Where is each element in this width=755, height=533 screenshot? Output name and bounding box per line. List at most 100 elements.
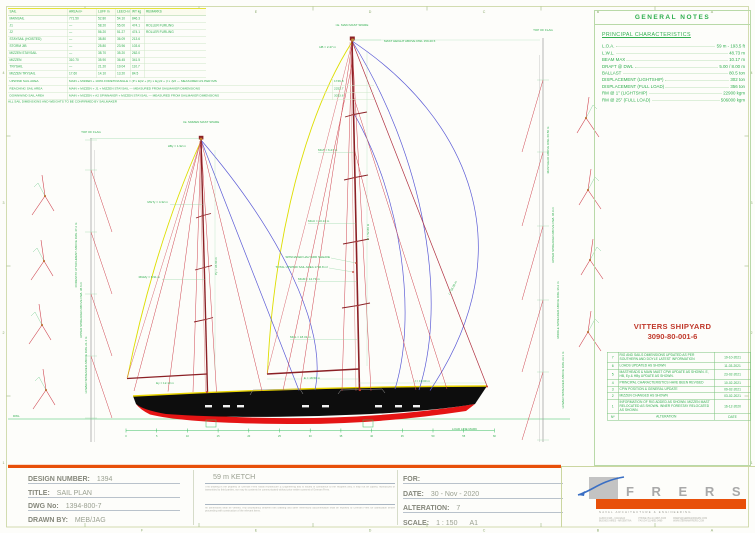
drawing-label: E = 18.50 m <box>304 376 321 380</box>
characteristic-value: 48.73 m <box>729 50 745 56</box>
swoosh-icon <box>577 476 625 496</box>
sail-table-header-cell: WT kg <box>130 9 144 16</box>
spars <box>126 36 371 393</box>
sail-table-cell: 52.80 <box>96 15 115 23</box>
sail-table-cell: 14.10 <box>96 71 115 78</box>
ruler-number: 50 <box>432 434 435 438</box>
drawing-label: UPPER SPREADER ABOVE DWL 48.9 m <box>551 206 555 263</box>
logo-mark <box>589 477 618 499</box>
sail-table-header-cell: LUFF m <box>96 9 115 16</box>
characteristic-row: L.W.L.48.73 m <box>602 49 745 56</box>
alteration-label: ALTERATION: <box>403 505 450 513</box>
characteristic-value: 80.5 ton <box>729 70 745 76</box>
date-row: DATE: 30 - Nov - 2020 <box>403 484 563 499</box>
drawing-label: MGL = 18.31 m <box>290 335 311 339</box>
sail-table-cell: 262.0 <box>130 50 144 57</box>
revision-date: 09-02-2021 <box>724 387 741 392</box>
revision-text: RIG AND SAILS DIMENSIONS UPDATED AS PER … <box>619 352 715 363</box>
drawing-label: FORESTAY ATTACHMENT ABOVE DWL 47.2 m <box>74 222 78 287</box>
revision-text: CPW POSITION & GENERAL UPDATE <box>619 386 715 393</box>
sail-table-cell: 771.50 <box>67 15 96 23</box>
sail-table-cell: — <box>67 64 96 71</box>
sail-table-header-cell: LEECH m <box>115 9 130 16</box>
drawing-label: MASTHEAD ABOVE DWL 60.50 m <box>546 126 550 173</box>
dotted-leader <box>665 86 729 88</box>
revision-text: MIZZEN CHANGED AS SHOWN <box>619 393 715 399</box>
ruler-number: 35 <box>339 434 342 438</box>
dwg-number-label: DWG No: <box>28 503 59 511</box>
address-line: BUENOS AIRES - ARGENTINA <box>599 519 632 523</box>
alteration-row: ALTERATION: 7 <box>403 499 563 514</box>
revision-text: INFORMATION OF RIG ADDED AS SHOWN. MIZZE… <box>619 399 715 414</box>
deckhouse <box>337 388 386 395</box>
drawing-label: UPPER SPREADER ABOVE DWL 38.6 m <box>79 281 83 338</box>
sail-table-cell: 56.20 <box>96 29 115 37</box>
revision-number: 2 <box>608 393 619 399</box>
grid-letter-top: E <box>255 10 258 14</box>
grid-letter-top: D <box>369 10 372 14</box>
sail-table-cell: 38.70 <box>96 50 115 57</box>
for-label: FOR: <box>403 476 421 484</box>
drawing-label: LOWER SPREADER ABOVE DWL 23.1 m <box>561 351 565 408</box>
titleblock-center: 59 m KETCH This drawing is the property … <box>205 470 395 523</box>
drawing-label: MGU = 10.14 m <box>308 219 330 223</box>
sail-table-cell: 474.1 <box>130 22 144 30</box>
formula-text: MAIN + MIZZEN + J1 + MIZZEN STAYSAIL — M… <box>67 85 332 92</box>
date-label: DATE: <box>403 490 424 498</box>
sail-outlines <box>127 41 353 378</box>
sail-table-cell: 17.60 <box>67 71 96 78</box>
sail-table-cell: 474.1 <box>130 29 144 37</box>
draft-mark <box>205 419 217 428</box>
revision-text: ALTERATION <box>619 414 715 420</box>
grid-number-left: 3 <box>3 201 5 205</box>
characteristic-row: RM @ 1° (LIGHTSHIP)22900 kgm <box>602 89 745 96</box>
sail-table-cell <box>144 57 206 64</box>
address-line: PHONE (54-11) 4807-3333 <box>638 517 667 520</box>
characteristic-label: L.O.A. <box>602 43 615 49</box>
sail-table-header-cell: REMARKS <box>144 9 206 16</box>
date-value: 30 - Nov - 2020 <box>430 490 480 498</box>
mizzen-mast <box>200 138 209 393</box>
shipyard-stamp: VITTERS SHIPYARD 3090-80-001-6 <box>594 322 751 341</box>
revision-number: 3 <box>608 386 619 393</box>
sail-table-cell: ROLLER FURLING <box>144 22 206 30</box>
characteristic-value: 22900 kgm <box>723 90 745 96</box>
drawing-label: HB = 2.47 m <box>319 45 336 49</box>
main-boom <box>266 368 360 375</box>
formula-label: REACHING SAIL AREA <box>9 86 43 91</box>
dimension-lines <box>90 39 540 384</box>
drawing-label: P = 52.80 m <box>366 223 370 240</box>
sail-table-cell: 310.70 <box>67 57 96 64</box>
titleblock-right: FOR: DATE: 30 - Nov - 2020 ALTERATION: 7… <box>403 470 563 527</box>
formula-value: 1746.8 <box>332 78 374 85</box>
revision-text: PRINCIPAL CHARACTERISTICS HAVE BEEN REVI… <box>619 380 715 386</box>
drawing-label: MGT = 6.27 m <box>318 148 338 152</box>
titleblock-divider <box>193 470 194 525</box>
grid-letter-bottom: D <box>369 529 372 533</box>
sail-table-cell: STORM JIB <box>9 44 27 48</box>
drawing-label: I.E. MAIN MAST SPARE <box>336 23 369 27</box>
drawing-label: LOAD LINE MARK <box>452 427 477 431</box>
ruler-number: 60 <box>493 434 496 438</box>
scale-label: SCALE: <box>403 519 430 527</box>
headsail-outlines <box>200 40 479 391</box>
revision-number: Nº <box>608 414 619 420</box>
design-number-label: DESIGN NUMBER: <box>28 475 90 483</box>
sail-table-cell: — <box>67 50 96 57</box>
drawing-label: MGTy = 4.32 m <box>147 200 168 204</box>
sail-table-header-cell: SAIL <box>9 10 17 14</box>
divider <box>205 483 395 484</box>
sail-table-cell: MIZZEN TRYSAIL <box>9 72 36 76</box>
design-number-value: 1394 <box>96 475 113 483</box>
address-line: GUIDO 1926 - C1119AAF <box>599 517 626 520</box>
